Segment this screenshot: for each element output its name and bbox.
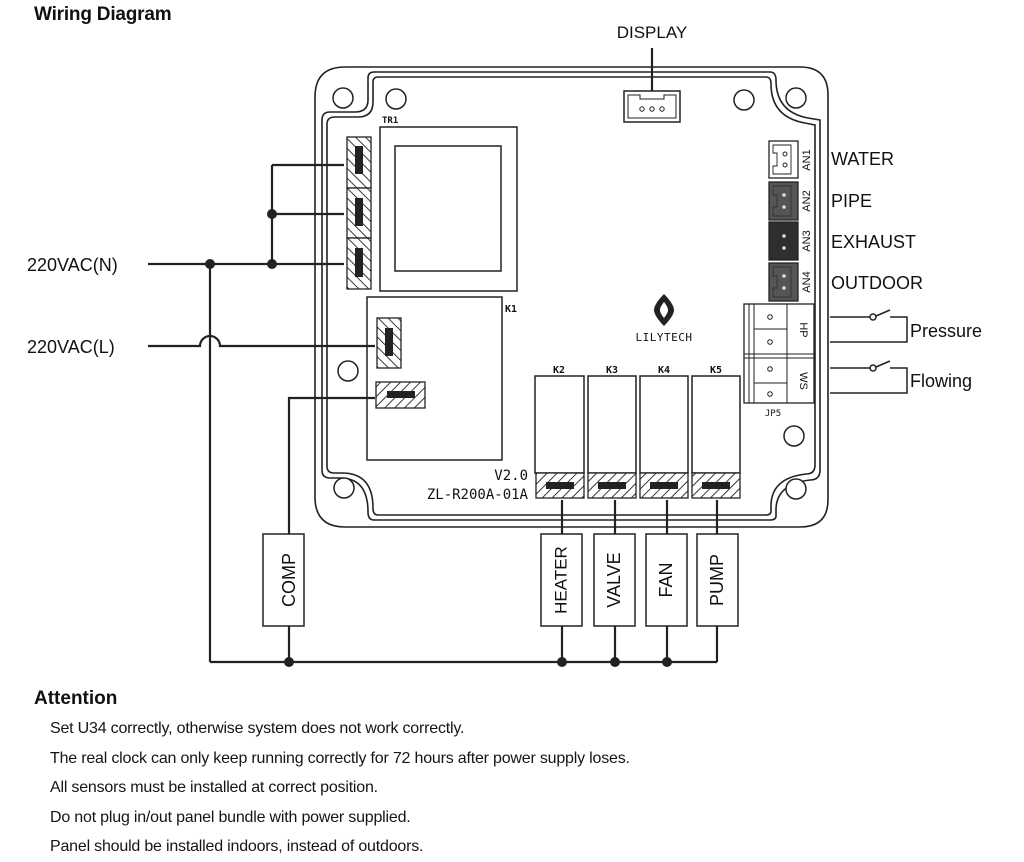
relay-bank: K2 K3 K4 K5 — [534, 365, 741, 499]
svg-text:K5: K5 — [710, 365, 722, 376]
sensor-an1: AN1 — [768, 140, 813, 179]
load-pump: PUMP — [696, 533, 739, 627]
hp-port-label: HP — [797, 322, 809, 337]
neutral-label: 220VAC(N) — [27, 255, 118, 275]
transformer-tr1: TR1 — [379, 116, 518, 292]
sensor-label-outdoor: OUTDOOR — [831, 273, 923, 293]
display-connector: DISPLAY — [617, 23, 688, 123]
mounting-holes — [332, 87, 807, 500]
relay-k5: K5 — [691, 365, 741, 499]
svg-text:K4: K4 — [658, 365, 670, 376]
svg-text:AN3: AN3 — [801, 230, 813, 251]
svg-text:COMP: COMP — [279, 553, 299, 607]
hole-bottom-right — [785, 478, 807, 500]
svg-text:PUMP: PUMP — [707, 554, 727, 606]
svg-text:AN1: AN1 — [801, 149, 813, 170]
attention-item: Panel should be installed indoors, inste… — [50, 838, 424, 855]
svg-text:FAN: FAN — [656, 562, 676, 597]
relay-k2: K2 — [534, 365, 585, 499]
attention-section: Attention Set U34 correctly, otherwise s… — [34, 688, 630, 862]
switch-label-pressure: Pressure — [910, 321, 982, 341]
sensor-label-exhaust: EXHAUST — [831, 232, 916, 252]
relay-k3: K3 — [587, 365, 637, 499]
board-model: ZL-R200A-01A — [427, 487, 529, 503]
junction-dots — [205, 209, 672, 667]
hole-right-mid — [783, 425, 805, 447]
svg-text:AN2: AN2 — [801, 190, 813, 211]
hole-top-left-inner — [385, 88, 407, 110]
sensor-label-pipe: PIPE — [831, 191, 872, 211]
sensor-connectors: AN1 AN2 AN3 AN4 WATER PIPE EXHAUST OUTDO… — [768, 140, 923, 302]
display-label: DISPLAY — [617, 23, 688, 42]
attention-item: Do not plug in/out panel bundle with pow… — [50, 808, 411, 826]
svg-text:K3: K3 — [606, 365, 618, 376]
sensor-an2: AN2 — [768, 181, 813, 221]
svg-text:HEATER: HEATER — [551, 546, 570, 614]
switch-label-flowing: Flowing — [910, 371, 972, 391]
hole-left-mid — [337, 360, 359, 382]
svg-text:K2: K2 — [553, 365, 565, 376]
wiring-diagram: DISPLAY TR1 K1 LILYTECH K2 — [27, 23, 982, 667]
load-boxes: COMP HEATER VALVE FAN PUMP — [262, 533, 739, 627]
external-switches — [830, 309, 908, 394]
load-fan: FAN — [645, 533, 688, 627]
attention-item: Set U34 correctly, otherwise system does… — [50, 720, 465, 737]
sensor-label-water: WATER — [831, 149, 894, 169]
tr1-terminals — [346, 136, 372, 290]
hole-top-right-inner — [733, 89, 755, 111]
brand-label: LILYTECH — [636, 331, 693, 344]
load-comp: COMP — [262, 533, 305, 627]
attention-list: Set U34 correctly, otherwise system does… — [50, 714, 630, 862]
k1-label: K1 — [505, 304, 517, 315]
attention-item: All sensors must be installed at correct… — [50, 779, 378, 796]
line-label: 220VAC(L) — [27, 337, 115, 357]
diagram-title: Wiring Diagram — [34, 4, 172, 25]
hole-bottom-left — [333, 477, 355, 499]
attention-heading: Attention — [34, 688, 118, 709]
lilytech-logo: LILYTECH — [636, 294, 693, 344]
ws-port-label: WS — [797, 372, 809, 390]
hole-top-right-outer — [785, 87, 807, 109]
jp5-label: JP5 — [765, 409, 781, 419]
svg-text:AN4: AN4 — [801, 271, 813, 292]
pressure-switch — [830, 309, 908, 343]
flowing-switch — [830, 360, 908, 394]
hole-top-left-outer — [332, 87, 354, 109]
switch-block-jp5: HP WS JP5 — [743, 303, 815, 419]
sensor-an4: AN4 — [768, 262, 813, 302]
load-valve: VALVE — [593, 533, 636, 627]
svg-text:VALVE: VALVE — [604, 552, 624, 607]
tr1-label: TR1 — [382, 116, 398, 126]
power-wiring — [148, 163, 719, 664]
attention-item: The real clock can only keep running cor… — [50, 749, 630, 767]
sensor-an3: AN3 — [768, 221, 813, 261]
load-heater: HEATER — [540, 533, 583, 627]
pcb-board — [314, 66, 829, 528]
board-version: V2.0 — [494, 468, 528, 484]
relay-k1: K1 — [366, 296, 517, 461]
relay-k4: K4 — [639, 365, 689, 499]
